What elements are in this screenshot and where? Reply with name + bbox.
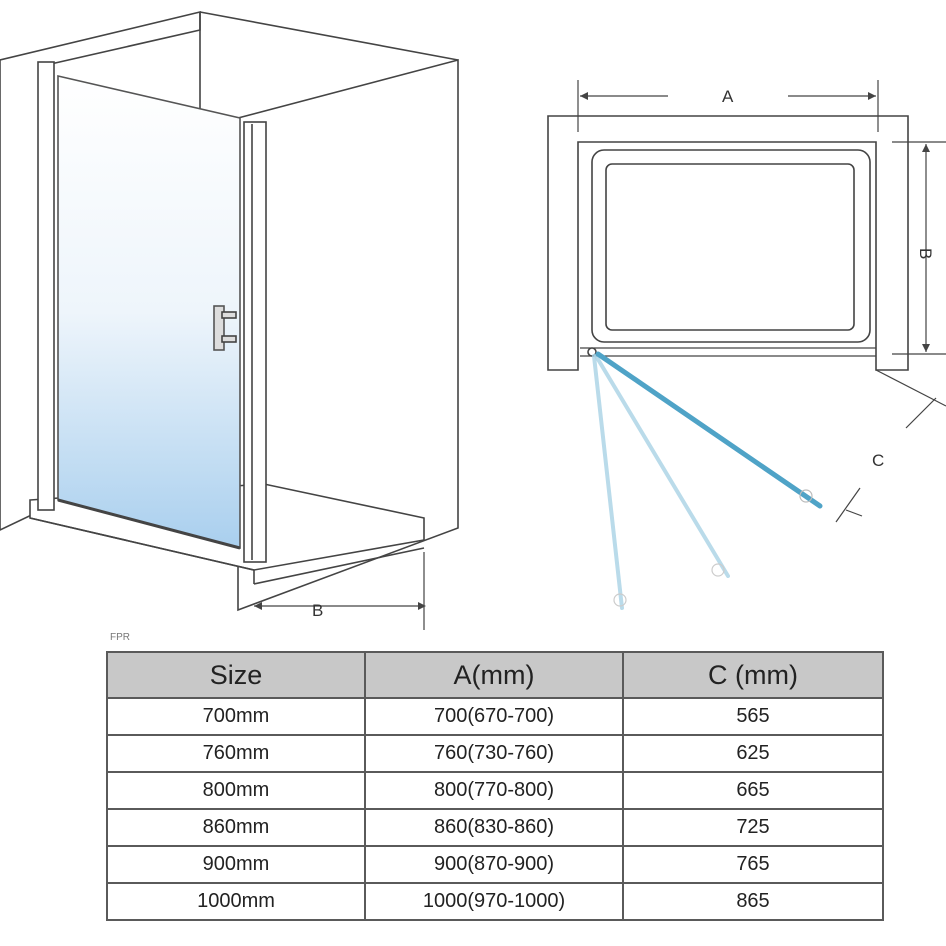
shower-enclosure-diagram: B A (0, 10, 946, 630)
table-row: 760mm 760(730-760) 625 (106, 734, 884, 773)
cell-size: 900mm (106, 845, 366, 884)
door-open (595, 351, 823, 509)
perspective-view (0, 10, 459, 630)
cell-size: 760mm (106, 734, 366, 773)
cell-a: 760(730-760) (364, 734, 624, 773)
cell-a: 860(830-860) (364, 808, 624, 847)
cell-c: 725 (622, 808, 884, 847)
plan-walls (547, 115, 909, 371)
table-header-row: Size A(mm) C (mm) (106, 651, 884, 699)
door-hinge-profile (243, 121, 267, 563)
cell-size: 1000mm (106, 882, 366, 921)
table-row: 900mm 900(870-900) 765 (106, 845, 884, 884)
table-row: 800mm 800(770-800) 665 (106, 771, 884, 810)
cell-c: 865 (622, 882, 884, 921)
dimension-a-label: A (722, 87, 734, 106)
door-ghost-1 (592, 354, 624, 610)
table-row: 860mm 860(830-860) 725 (106, 808, 884, 847)
cell-size: 800mm (106, 771, 366, 810)
table-row: 1000mm 1000(970-1000) 865 (106, 882, 884, 921)
door-ghost-2 (594, 354, 730, 578)
cell-a: 800(770-800) (364, 771, 624, 810)
cell-c: 765 (622, 845, 884, 884)
cell-c: 665 (622, 771, 884, 810)
door-handle-icon (213, 305, 225, 351)
dimension-b-label-plan: B (916, 248, 935, 259)
glass-door (57, 74, 241, 550)
cell-c: 565 (622, 697, 884, 736)
plan-view (547, 80, 946, 523)
header-c: C (mm) (622, 651, 884, 699)
cell-c: 625 (622, 734, 884, 773)
table-row: 700mm 700(670-700) 565 (106, 697, 884, 736)
header-size: Size (106, 651, 366, 699)
dimension-c-label: C (872, 451, 884, 470)
door-swing (592, 351, 823, 610)
cell-size: 860mm (106, 808, 366, 847)
header-a: A(mm) (364, 651, 624, 699)
size-table: Size A(mm) C (mm) 700mm 700(670-700) 565… (106, 651, 884, 921)
cell-a: 900(870-900) (364, 845, 624, 884)
cell-a: 700(670-700) (364, 697, 624, 736)
left-wall-profile (37, 61, 55, 511)
dimension-b-label-3d: B (312, 601, 323, 620)
cell-a: 1000(970-1000) (364, 882, 624, 921)
model-code-label: FPR (110, 632, 130, 643)
cell-size: 700mm (106, 697, 366, 736)
